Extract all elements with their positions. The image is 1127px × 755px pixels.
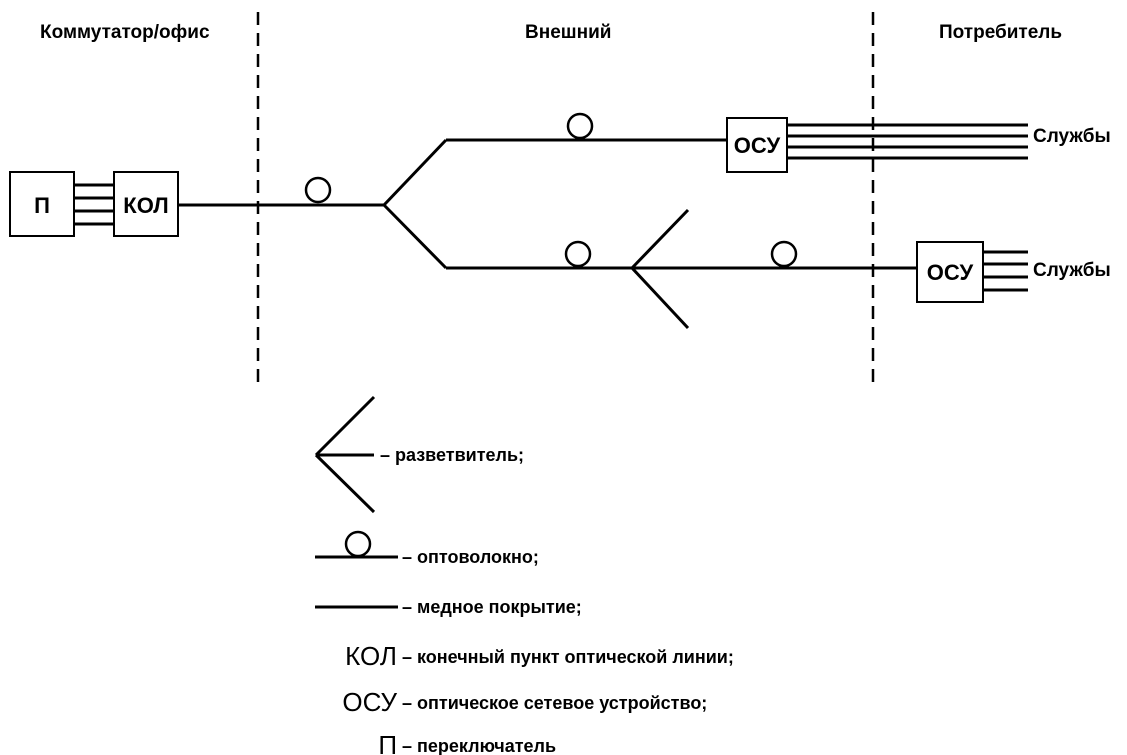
switch-box <box>9 171 75 237</box>
onu-top-label: ОСУ <box>734 133 781 158</box>
splitter-symbol <box>630 208 690 330</box>
fiber-network-lines <box>178 138 917 270</box>
onu-bottom-service-lines <box>983 250 1028 292</box>
fiber-marker <box>564 240 592 268</box>
onu-top-box <box>726 117 788 173</box>
legend-olt-symbol: КОЛ <box>345 641 397 671</box>
fiber-marker <box>566 112 594 140</box>
onu-bottom-box <box>916 241 984 303</box>
legend-switch-symbol: П <box>378 730 397 755</box>
section-consumer-header: Потребитель <box>939 22 1062 43</box>
services-bottom-label: Службы <box>1033 260 1111 281</box>
legend: – разветвитель; – оптоволокно; – медное … <box>314 395 734 755</box>
legend-fiber-text: – оптоволокно; <box>402 547 539 567</box>
onu-top-service-lines <box>787 123 1028 160</box>
switch-olt-links <box>74 183 114 226</box>
legend-olt-text: – конечный пункт оптической линии; <box>402 647 734 667</box>
switch-label: П <box>34 193 50 218</box>
section-outside-header: Внешний <box>525 22 611 43</box>
legend-onu-text: – оптическое сетевое устройство; <box>402 693 707 713</box>
fiber-marker <box>304 176 332 204</box>
legend-splitter-text: – разветвитель; <box>380 445 524 465</box>
legend-copper-text: – медное покрытие; <box>402 597 582 617</box>
onu-bottom-label: ОСУ <box>927 260 974 285</box>
services-top-label: Службы <box>1033 126 1111 147</box>
section-office-header: Коммутатор/офис <box>40 22 210 43</box>
legend-fiber-icon <box>315 530 398 559</box>
legend-onu-symbol: ОСУ <box>342 687 397 717</box>
olt-label: КОЛ <box>123 193 168 218</box>
legend-switch-text: – переключатель <box>402 736 556 755</box>
legend-splitter-icon <box>314 395 376 514</box>
olt-box <box>113 171 179 237</box>
fiber-marker <box>770 240 798 268</box>
